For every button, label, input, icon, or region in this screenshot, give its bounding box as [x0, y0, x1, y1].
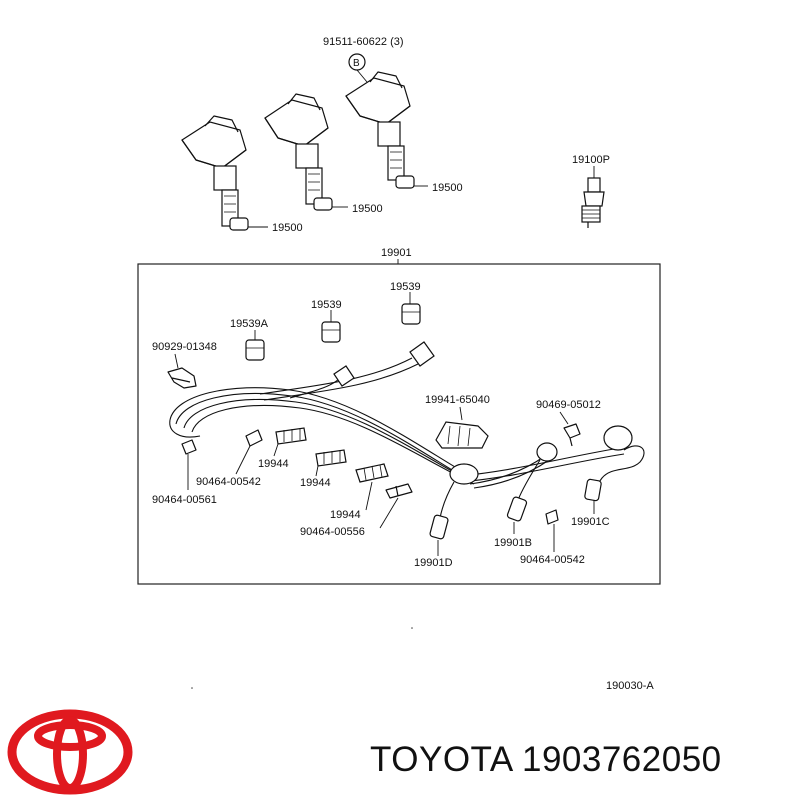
label-clip-2: 90464-00561 — [152, 494, 217, 506]
separator-2 — [315, 449, 347, 467]
label-clip-3: 90464-00556 — [300, 526, 365, 538]
label-boot-c: 19539A — [230, 318, 269, 330]
plug-cap-far-right — [603, 425, 633, 451]
label-sep-2: 19944 — [300, 477, 331, 489]
toyota-logo-icon — [7, 709, 133, 795]
label-holder: 19941-65040 — [425, 394, 490, 406]
part-number: 1903762050 — [521, 740, 722, 779]
plug-cap-center — [449, 463, 479, 485]
label-boot-a: 19539 — [390, 281, 421, 293]
brand-name: TOYOTA — [370, 740, 512, 779]
boot-top-middle — [321, 321, 341, 343]
label-wire-set: 19901 — [381, 247, 412, 259]
label-cord-b: 19901B — [494, 537, 532, 549]
callout-letter: B — [353, 58, 360, 69]
label-plug: 19100P — [572, 154, 610, 166]
separator-3 — [355, 463, 389, 483]
label-clamp-1: 90929-01348 — [152, 341, 217, 353]
label-clamp-2: 90469-05012 — [536, 399, 601, 411]
label-cord-c: 19901C — [571, 516, 610, 528]
ignition-coil-right — [345, 71, 415, 189]
plug-cap-right-mid — [536, 442, 558, 462]
clip-wire-small — [385, 483, 413, 499]
ignition-coil-left — [181, 115, 249, 231]
clamp-right — [563, 423, 581, 447]
clip-right-small — [545, 509, 559, 525]
ignition-wire-bundle — [169, 341, 645, 540]
label-cord-d: 19901D — [414, 557, 453, 569]
label-clip-1: 90464-00542 — [196, 476, 261, 488]
wire-set-frame — [137, 263, 661, 585]
ignition-coil-middle — [264, 93, 333, 211]
clip-left-1 — [245, 429, 263, 447]
clip-left-2 — [181, 439, 197, 455]
boot-top-right — [401, 303, 421, 325]
label-coil-left: 19500 — [272, 222, 303, 234]
brand-part-caption: TOYOTA 1903762050 — [370, 740, 790, 780]
separator-1 — [275, 427, 307, 445]
diagram-ref-code: 190030-A — [606, 680, 654, 692]
clamp-left — [167, 367, 197, 389]
label-sep-3: 19944 — [330, 509, 361, 521]
label-boot-b: 19539 — [311, 299, 342, 311]
label-clip-4: 90464-00542 — [520, 554, 585, 566]
boot-top-left — [245, 339, 265, 361]
label-coil-right: 19500 — [432, 182, 463, 194]
wire-holder — [435, 421, 489, 449]
label-bolt: 91511-60622 (3) — [323, 36, 404, 48]
label-coil-middle: 19500 — [352, 203, 383, 215]
label-sep-1: 19944 — [258, 458, 289, 470]
spark-plug — [581, 166, 605, 228]
